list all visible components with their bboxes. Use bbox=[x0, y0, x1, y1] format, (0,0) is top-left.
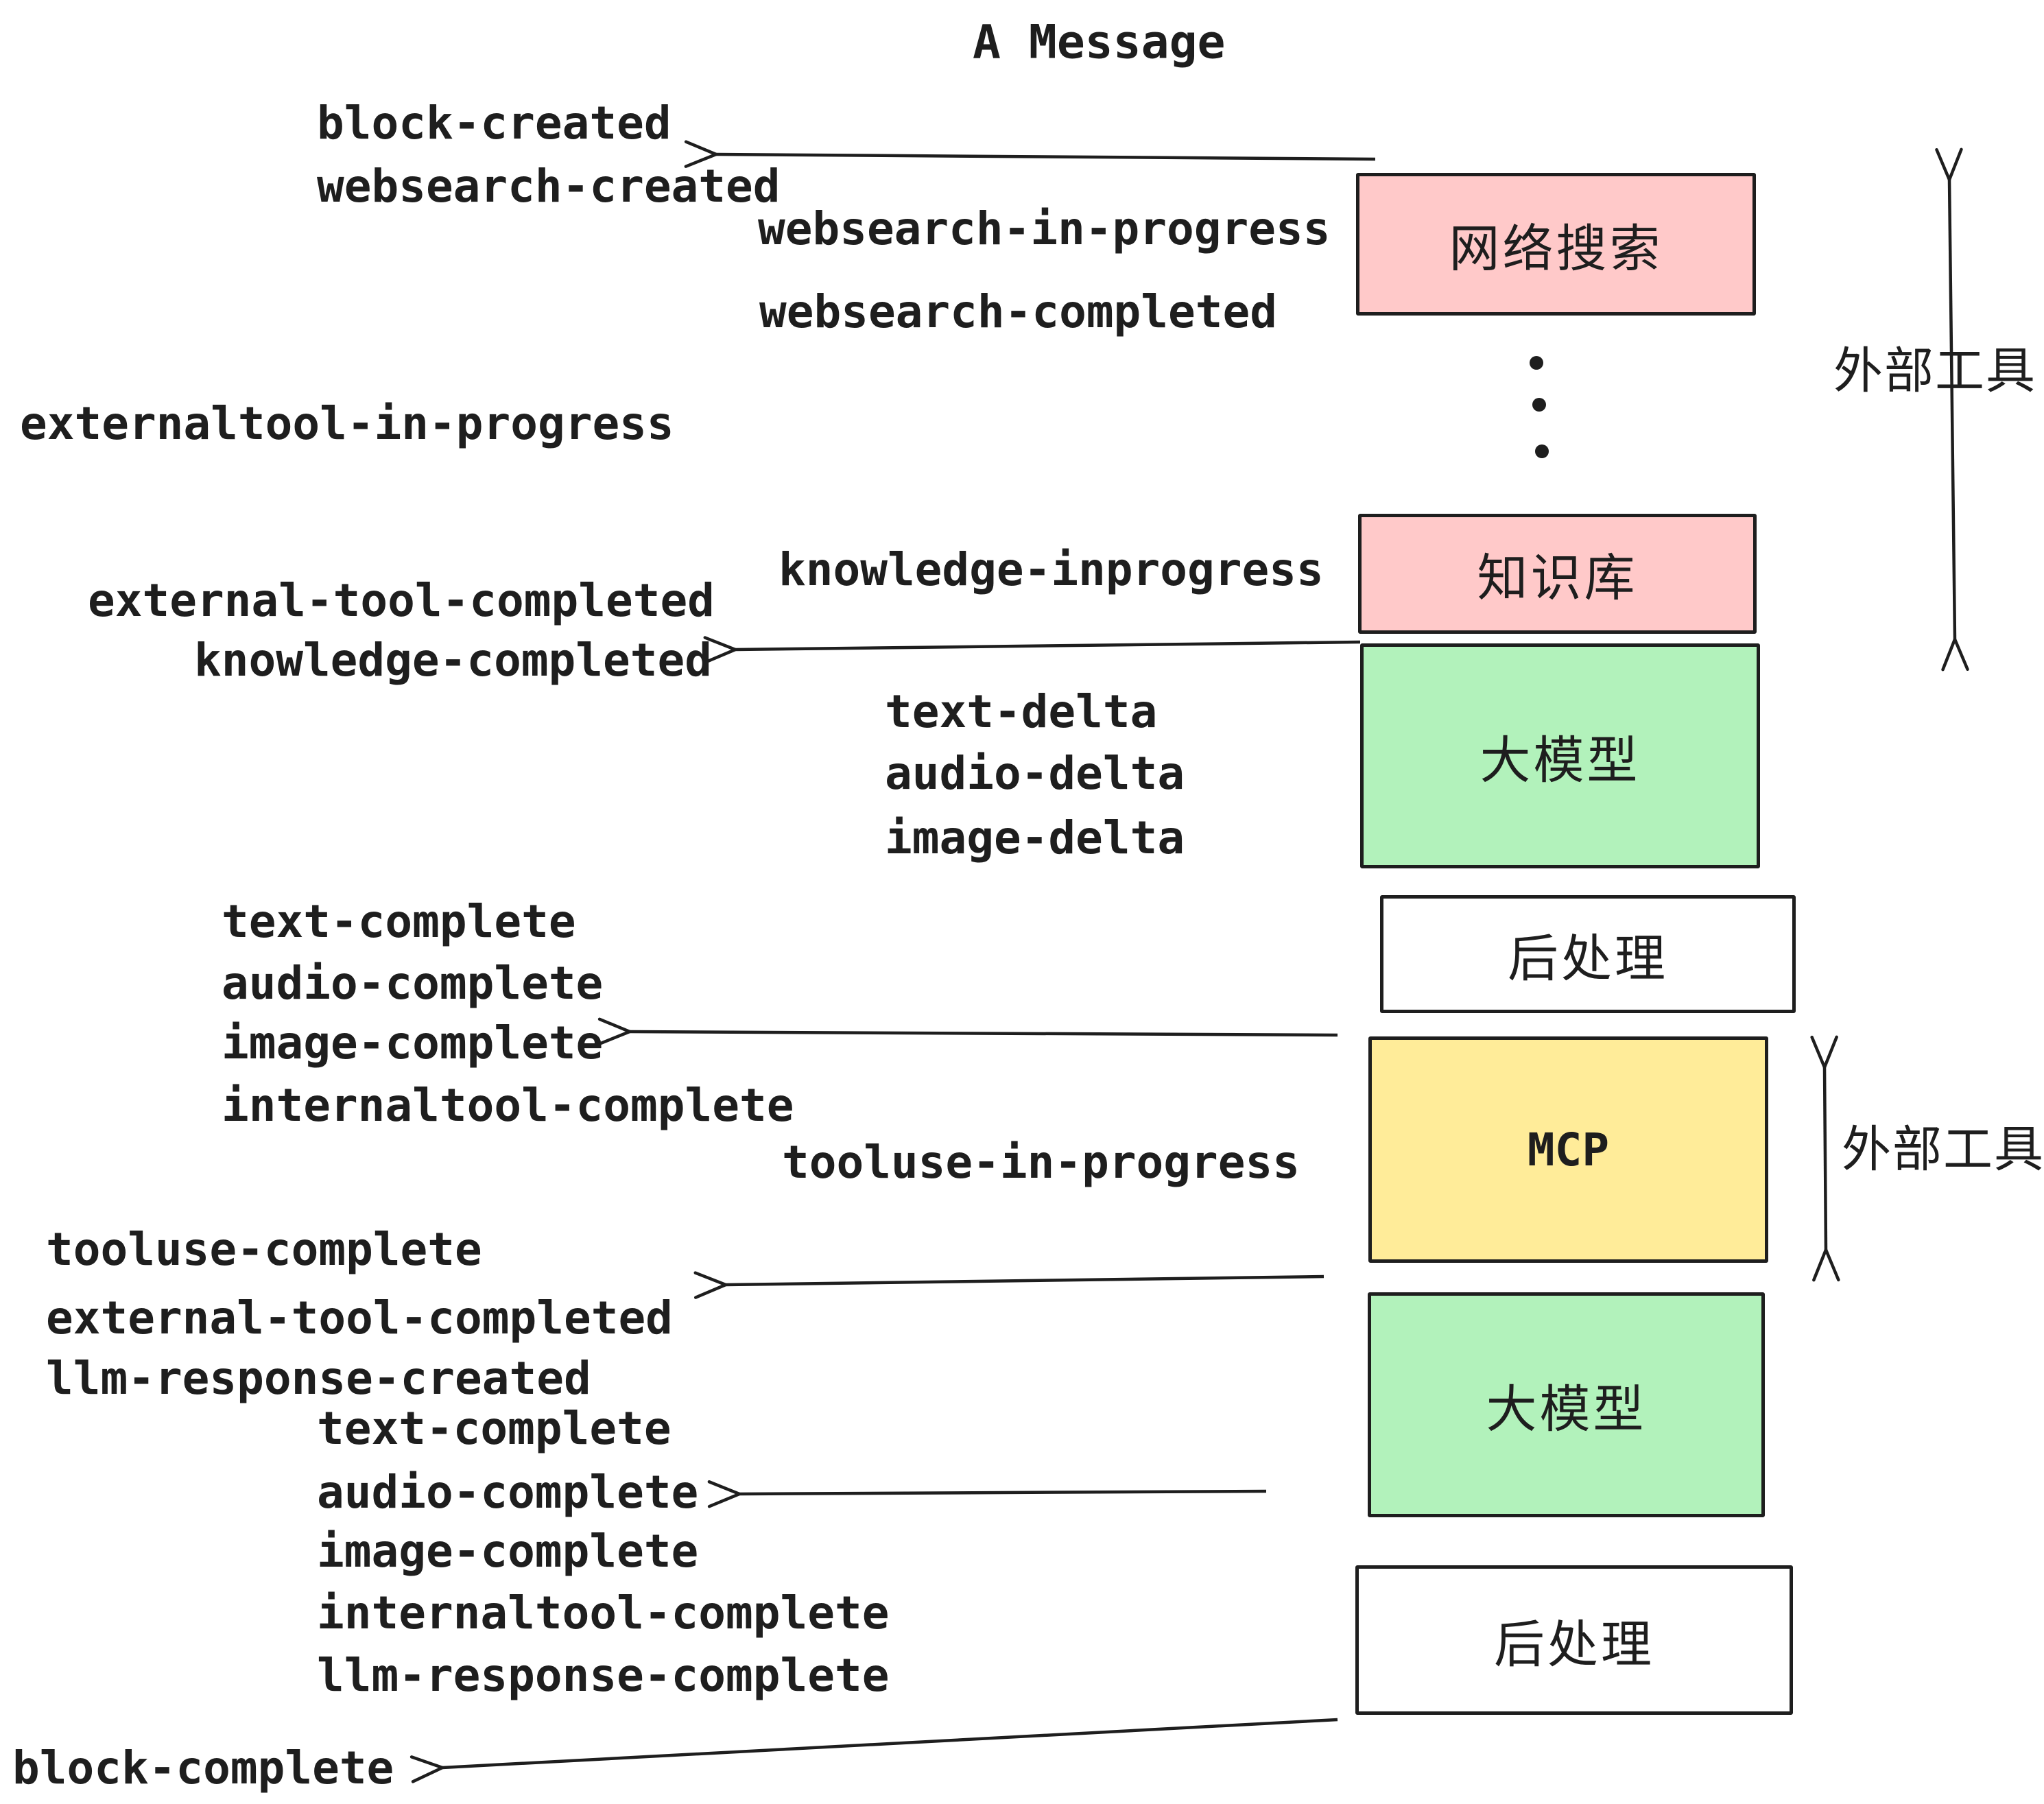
ellipsis-dot bbox=[1532, 398, 1546, 412]
event-label-knowledge-completed: knowledge-completed bbox=[194, 634, 712, 687]
diagram-title: A Message bbox=[973, 15, 1226, 70]
ellipsis-dot bbox=[1535, 444, 1549, 458]
box-postprocess-2: 后处理 bbox=[1355, 1565, 1793, 1715]
event-label-text-delta-1: text-delta bbox=[885, 685, 1158, 738]
event-label-knowledge-inprogress: knowledge-inprogress bbox=[779, 543, 1324, 596]
event-label-text-complete-1: text-complete bbox=[222, 895, 576, 948]
external-tools-span-arrow-mcp bbox=[1810, 1035, 1840, 1282]
event-label-tooluse-complete: tooluse-complete bbox=[46, 1223, 482, 1276]
box-postprocess-1: 后处理 bbox=[1380, 895, 1796, 1013]
box-llm-2: 大模型 bbox=[1368, 1292, 1765, 1517]
event-label-llm-response-complete: llm-response-complete bbox=[317, 1649, 890, 1702]
external-tools-span-arrow bbox=[1935, 147, 1969, 672]
event-label-internaltool-complete-2: internaltool-complete bbox=[317, 1587, 890, 1639]
event-label-audio-complete-2: audio-complete bbox=[317, 1466, 699, 1519]
box-llm-1-label: 大模型 bbox=[1479, 731, 1641, 790]
box-mcp: MCP bbox=[1368, 1036, 1768, 1263]
event-label-websearch-created: websearch-created bbox=[317, 160, 781, 213]
box-llm-1: 大模型 bbox=[1360, 643, 1760, 868]
event-label-image-complete-2: image-complete bbox=[317, 1525, 699, 1578]
ellipsis-dot bbox=[1530, 356, 1543, 370]
event-label-block-complete: block-complete bbox=[12, 1742, 394, 1794]
box-websearch: 网络搜索 bbox=[1356, 173, 1756, 316]
event-label-external-tool-completed-1: external-tool-completed bbox=[88, 574, 715, 627]
arrow-block-complete bbox=[409, 1718, 1338, 1783]
event-label-llm-response-created: llm-response-created bbox=[46, 1352, 591, 1405]
arrow-audio-complete bbox=[707, 1480, 1267, 1508]
event-label-websearch-completed: websearch-completed bbox=[759, 285, 1277, 338]
arrow-image-complete bbox=[597, 1017, 1338, 1046]
event-label-audio-delta-1: audio-delta bbox=[885, 747, 1185, 800]
event-label-image-delta-1: image-delta bbox=[885, 811, 1185, 864]
external-tools-label-mid: 外部工具 bbox=[1842, 1120, 2044, 1178]
arrow-knowledge-completed bbox=[703, 636, 1361, 664]
box-knowledge: 知识库 bbox=[1358, 514, 1757, 634]
event-label-image-complete-1: image-complete bbox=[222, 1017, 604, 1069]
box-knowledge-label: 知识库 bbox=[1477, 549, 1638, 608]
event-label-externaltool-in-progress: externaltool-in-progress bbox=[20, 397, 674, 450]
arrow-tooluse-complete bbox=[693, 1271, 1324, 1299]
event-label-text-complete-2: text-complete bbox=[317, 1402, 672, 1455]
box-postprocess-2-label: 后处理 bbox=[1494, 1615, 1654, 1674]
external-tools-label-top: 外部工具 bbox=[1833, 342, 2037, 400]
event-label-internaltool-complete-1: internaltool-complete bbox=[222, 1079, 794, 1132]
event-label-websearch-in-progress: websearch-in-progress bbox=[758, 202, 1331, 255]
arrow-websearch-created bbox=[684, 140, 1376, 168]
box-postprocess-1-label: 后处理 bbox=[1508, 929, 1668, 988]
box-mcp-label: MCP bbox=[1527, 1123, 1610, 1176]
event-label-block-created: block-created bbox=[317, 97, 672, 150]
box-websearch-label: 网络搜索 bbox=[1449, 219, 1663, 278]
event-label-tooluse-in-progress: tooluse-in-progress bbox=[782, 1136, 1300, 1189]
event-label-external-tool-completed-2: external-tool-completed bbox=[46, 1292, 673, 1344]
box-llm-2-label: 大模型 bbox=[1486, 1379, 1647, 1439]
event-label-audio-complete-1: audio-complete bbox=[222, 957, 604, 1010]
